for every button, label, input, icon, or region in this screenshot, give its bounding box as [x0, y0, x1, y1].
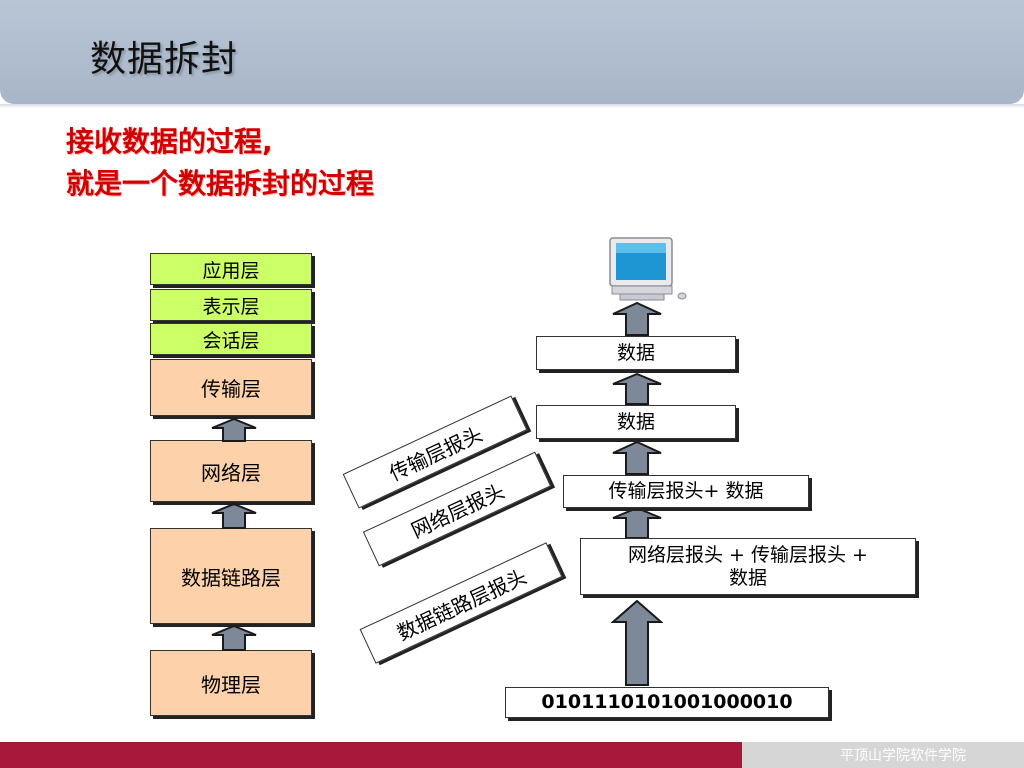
layer-application: 应用层 [150, 253, 312, 285]
slide-title: 数据拆封 [90, 39, 239, 80]
network-data-box: 网络层报头 + 传输层报头 + 数据 [580, 538, 916, 595]
computer-icon [609, 237, 687, 301]
layer-datalink: 数据链路层 [150, 528, 312, 624]
footer-school: 平顶山学院软件学院 [742, 742, 1024, 768]
layer-physical: 物理层 [150, 650, 312, 716]
up-arrow-icon [211, 503, 257, 529]
up-arrow-icon [612, 373, 662, 405]
subtitle-line-2: 就是一个数据拆封的过程 [66, 167, 375, 200]
footer-bar-red [0, 742, 742, 768]
transport-data-box: 传输层报头+ 数据 [563, 475, 809, 508]
title-bar [0, 0, 1024, 108]
subtitle-line-1: 接收数据的过程, [66, 125, 273, 158]
up-arrow-icon [211, 418, 257, 442]
up-arrow-icon [211, 625, 257, 651]
up-arrow-icon [612, 507, 662, 539]
layer-network: 网络层 [150, 440, 312, 502]
up-arrow-icon [612, 302, 662, 336]
data-box-top: 数据 [536, 336, 736, 370]
up-arrow-icon [612, 441, 662, 475]
network-data-line-1: 网络层报头 + 传输层报头 + [628, 543, 868, 566]
layer-presentation: 表示层 [150, 289, 312, 321]
layer-session: 会话层 [150, 323, 312, 355]
network-data-line-2: 数据 [728, 566, 767, 589]
bitstream-box: 0101110101001000010 [505, 687, 829, 718]
layer-transport: 传输层 [150, 359, 312, 416]
up-arrow-icon [611, 600, 663, 686]
data-box-middle: 数据 [536, 405, 736, 439]
title-bar-shadow [0, 104, 1024, 108]
